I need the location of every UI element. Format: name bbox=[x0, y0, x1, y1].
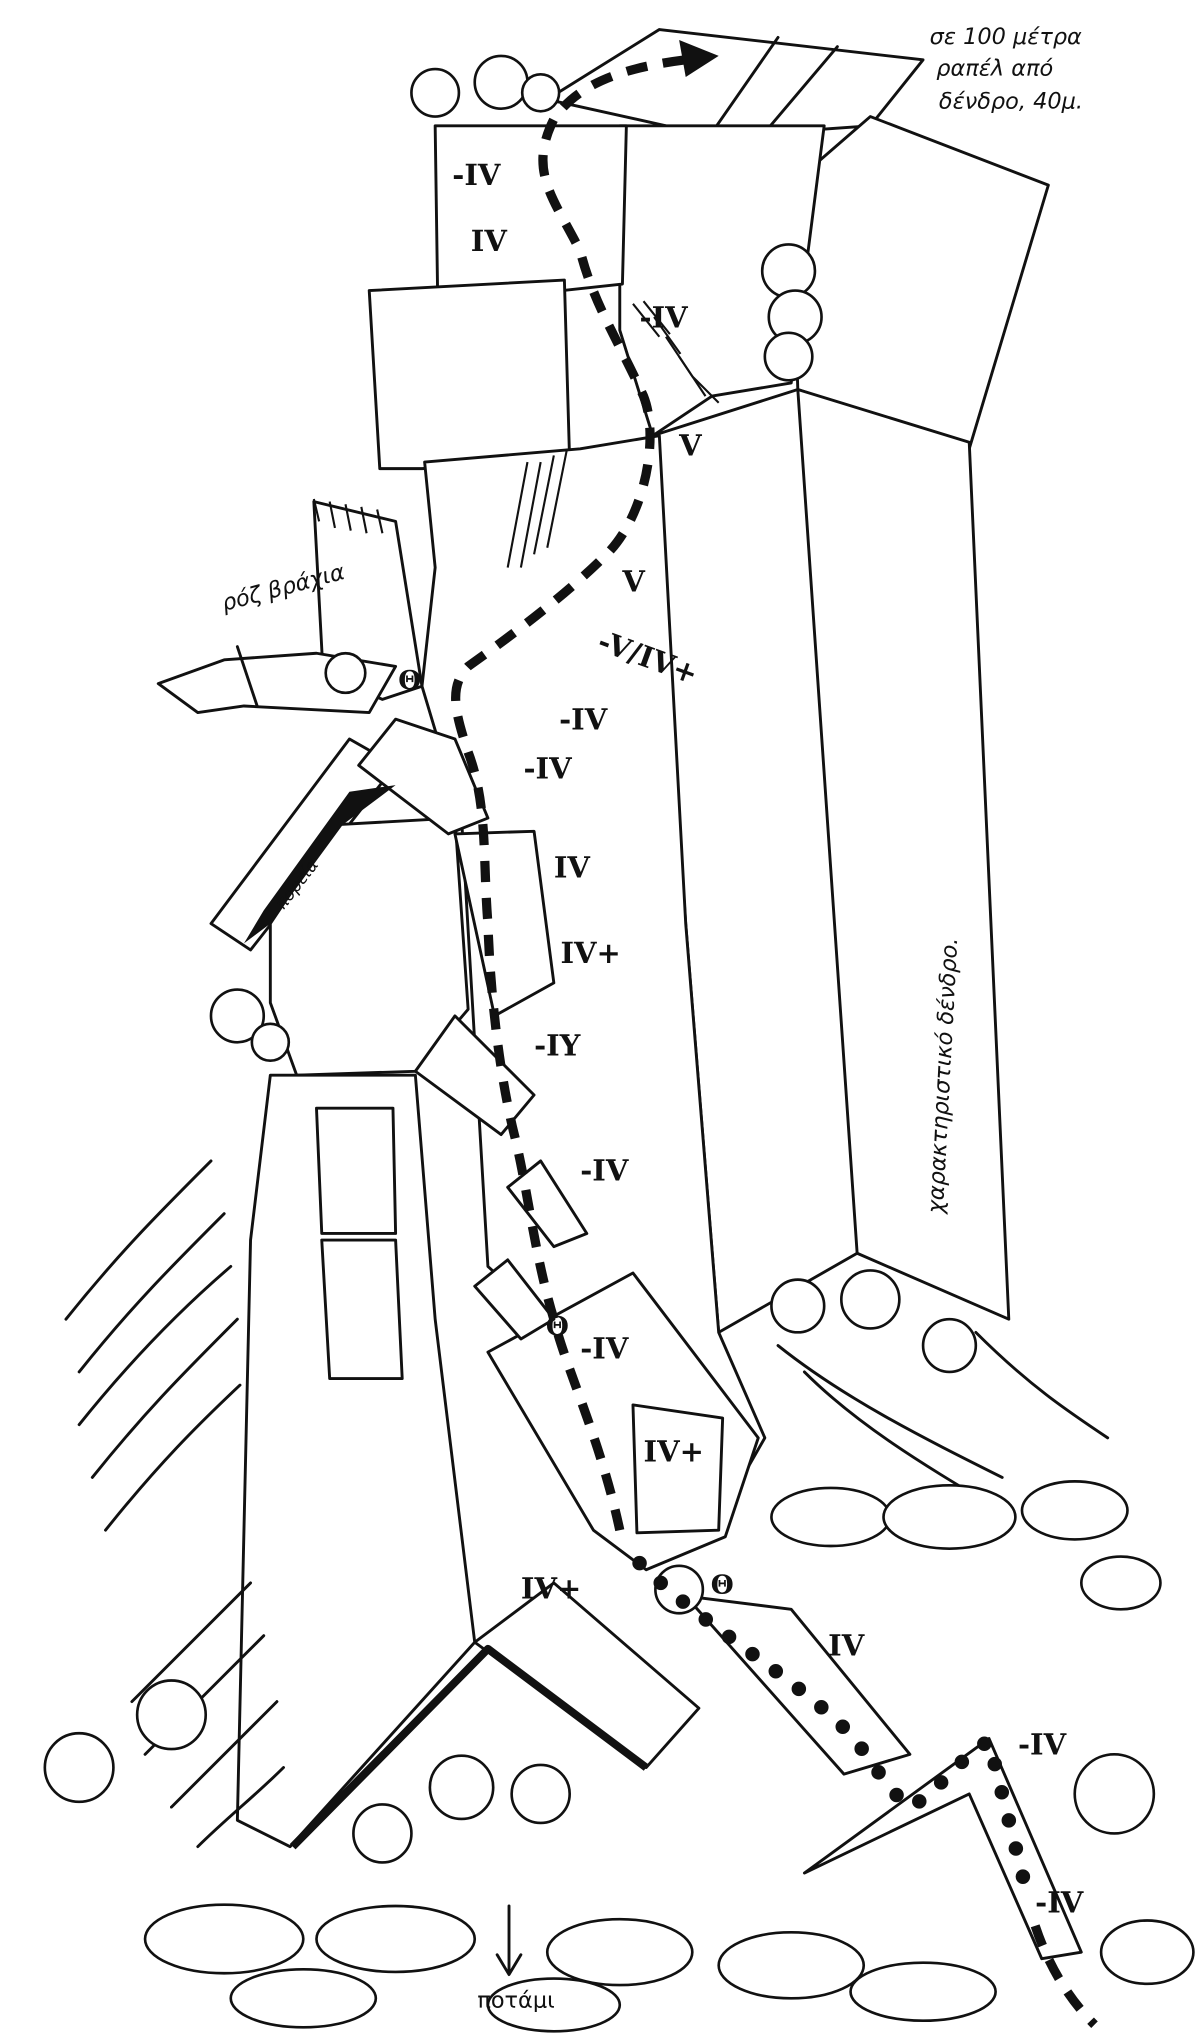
grade-label: IV bbox=[471, 224, 508, 258]
note-top-line2: ραπέλ από bbox=[936, 56, 1053, 82]
flake-lower bbox=[413, 1014, 536, 1137]
grade-label: V bbox=[621, 564, 645, 598]
main-route-dashed bbox=[451, 55, 687, 1532]
grade-label: -IV bbox=[524, 752, 573, 786]
lower-wedge bbox=[473, 1581, 701, 1769]
flake-upper bbox=[357, 717, 490, 836]
routes bbox=[451, 40, 1098, 2028]
belay-symbol: Θ bbox=[546, 1311, 569, 1342]
tree-pink-rocks bbox=[324, 651, 367, 695]
base-ridge bbox=[289, 1644, 649, 1850]
trees-base bbox=[43, 1679, 1156, 1864]
grade-label: -IY bbox=[534, 1028, 581, 1062]
annotations: σε 100 μέτρα ραπέλ από δένδρο, 40μ. ρόζ … bbox=[219, 24, 1083, 2014]
pillar-left bbox=[312, 500, 424, 701]
hatch-ledge-upper bbox=[312, 300, 720, 568]
belay-symbol: Θ bbox=[398, 665, 421, 696]
grade-label: -IV bbox=[1018, 1727, 1067, 1761]
pillar-panel bbox=[315, 1106, 398, 1235]
bushes-right bbox=[770, 1480, 1162, 1611]
hatch-dark-ramp bbox=[243, 785, 396, 944]
grade-label: -IV bbox=[580, 1332, 629, 1366]
top-left-block bbox=[433, 124, 628, 308]
trees bbox=[43, 54, 1195, 2033]
tree-left bbox=[209, 988, 291, 1063]
grade-label: IV+ bbox=[644, 1435, 704, 1469]
grade-label: IV bbox=[554, 850, 591, 884]
top-slab-divider bbox=[710, 35, 780, 134]
iv-plus-box bbox=[631, 1403, 725, 1535]
hatch-slopes-left bbox=[64, 1159, 285, 1849]
grade-label: IV+ bbox=[560, 936, 620, 970]
grade-label: IV+ bbox=[521, 1572, 581, 1606]
pillar-panel bbox=[320, 1238, 404, 1380]
column-crack bbox=[796, 388, 859, 1255]
landmark-tree bbox=[760, 243, 823, 382]
grade-label: -IV bbox=[1035, 1886, 1084, 1920]
left-block bbox=[367, 278, 572, 471]
bushes-bottom bbox=[143, 1903, 1195, 2033]
tree-cluster-right bbox=[770, 1269, 978, 1374]
grade-label: -IV bbox=[559, 703, 608, 737]
route-arrow-head bbox=[679, 40, 719, 77]
flake-mid bbox=[453, 829, 556, 1018]
tree-belay bbox=[654, 1564, 705, 1615]
grade-label: -IV bbox=[580, 1154, 629, 1188]
grade-label: V bbox=[678, 428, 702, 462]
grade-label: -IV bbox=[640, 301, 689, 335]
belay-symbol: Θ bbox=[711, 1569, 734, 1600]
lower-route-dotted bbox=[632, 1555, 1036, 1907]
note-top-line1: σε 100 μέτρα bbox=[930, 24, 1082, 50]
small-flakes bbox=[506, 1159, 589, 1249]
note-river: ποτάμι bbox=[477, 1988, 554, 2014]
rock-faces bbox=[156, 28, 1083, 1961]
hatching bbox=[64, 300, 1110, 1849]
belay-markers: Θ Θ Θ bbox=[398, 665, 733, 1601]
grade-label: IV bbox=[828, 1628, 865, 1662]
tree-cluster-top bbox=[410, 54, 561, 118]
top-slab-divider bbox=[763, 45, 839, 134]
grade-label: -IV bbox=[452, 158, 501, 192]
left-lower-pillar bbox=[235, 1073, 477, 1849]
note-top-line3: δένδρο, 40μ. bbox=[939, 89, 1083, 115]
exit-route-dashed bbox=[1030, 1924, 1098, 2028]
river-arrow-head bbox=[495, 1953, 523, 1977]
pink-rocks-pointer bbox=[235, 645, 259, 708]
small-flakes bbox=[473, 1258, 556, 1341]
